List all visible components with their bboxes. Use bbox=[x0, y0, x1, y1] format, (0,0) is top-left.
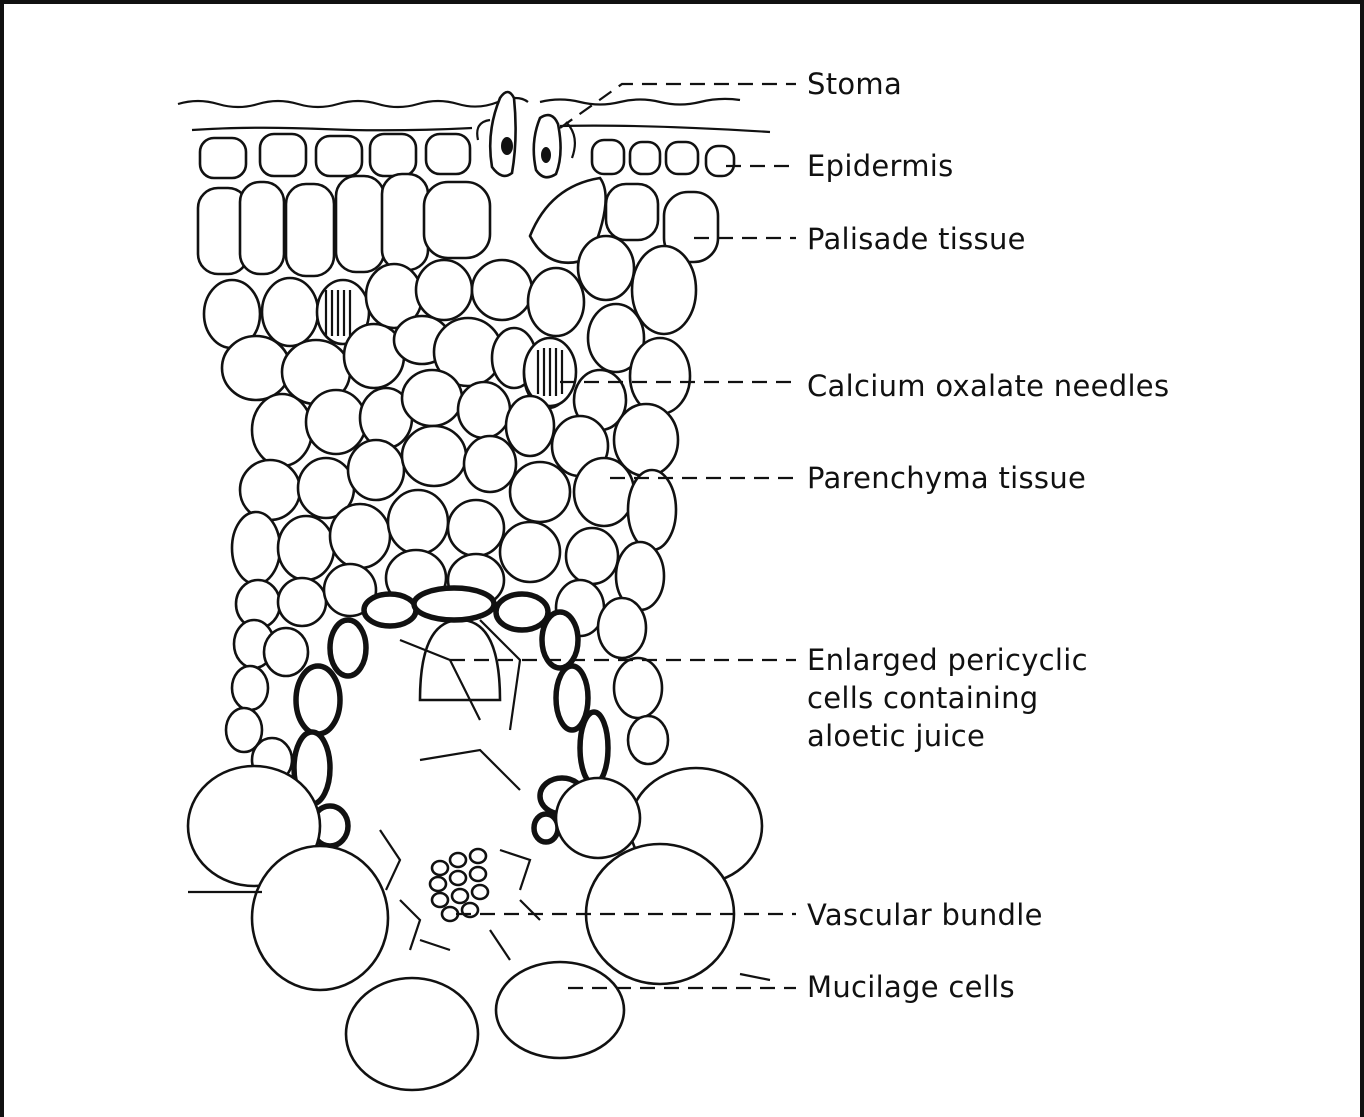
label-pericyclic-1: Enlarged pericyclic bbox=[807, 641, 1088, 679]
label-calcium-oxalate: Calcium oxalate needles bbox=[807, 367, 1169, 405]
vascular-bundle-cells bbox=[380, 830, 540, 960]
cuticle-line-top bbox=[178, 98, 740, 107]
label-mucilage: Mucilage cells bbox=[807, 968, 1015, 1006]
mucilage-cells bbox=[188, 766, 770, 1090]
label-pericyclic-2: cells containing bbox=[807, 679, 1039, 717]
label-epidermis: Epidermis bbox=[807, 147, 954, 185]
parenchyma-cells bbox=[226, 370, 678, 782]
label-parenchyma: Parenchyma tissue bbox=[807, 459, 1086, 497]
label-palisade: Palisade tissue bbox=[807, 220, 1026, 258]
label-vascular: Vascular bundle bbox=[807, 896, 1043, 934]
cuticle-line-bottom bbox=[192, 126, 770, 132]
label-pericyclic-3: aloetic juice bbox=[807, 717, 985, 755]
label-stoma: Stoma bbox=[807, 65, 902, 103]
epidermis-cells bbox=[200, 134, 734, 178]
